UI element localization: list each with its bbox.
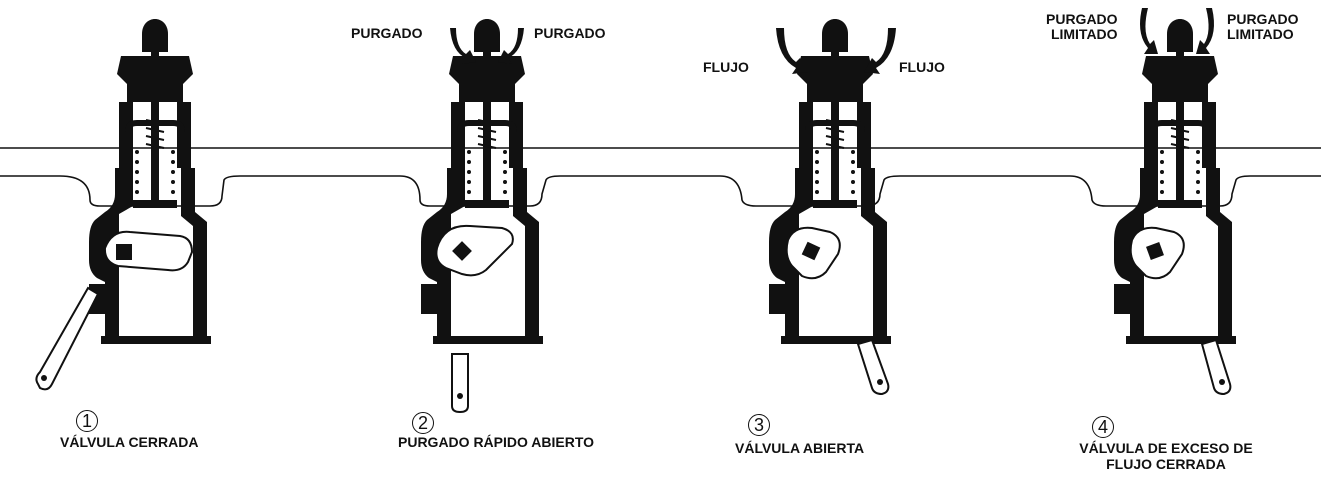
- stage-number-3: 3: [748, 414, 770, 436]
- arrow-label-flujo-left: FLUJO: [703, 59, 749, 75]
- stage-caption-1: VÁLVULA CERRADA: [60, 434, 199, 450]
- stage-caption-4: VÁLVULA DE EXCESO DE FLUJO CERRADA: [1079, 440, 1253, 472]
- arrow-label-purgado-left: PURGADO: [351, 25, 423, 41]
- stage-number-4: 4: [1092, 416, 1114, 438]
- stage-number-1: 1: [76, 410, 98, 432]
- stage-number-2: 2: [412, 412, 434, 434]
- arrow-label-purgado-limitado-left: PURGADO LIMITADO: [1046, 11, 1118, 42]
- arrow-label-flujo-right: FLUJO: [899, 59, 945, 75]
- stage-caption-2: PURGADO RÁPIDO ABIERTO: [398, 434, 595, 450]
- arrow-label-purgado-right: PURGADO: [534, 25, 606, 41]
- arrow-label-purgado-limitado-right: PURGADO LIMITADO: [1227, 11, 1299, 42]
- stage-caption-3: VÁLVULA ABIERTA: [735, 440, 865, 456]
